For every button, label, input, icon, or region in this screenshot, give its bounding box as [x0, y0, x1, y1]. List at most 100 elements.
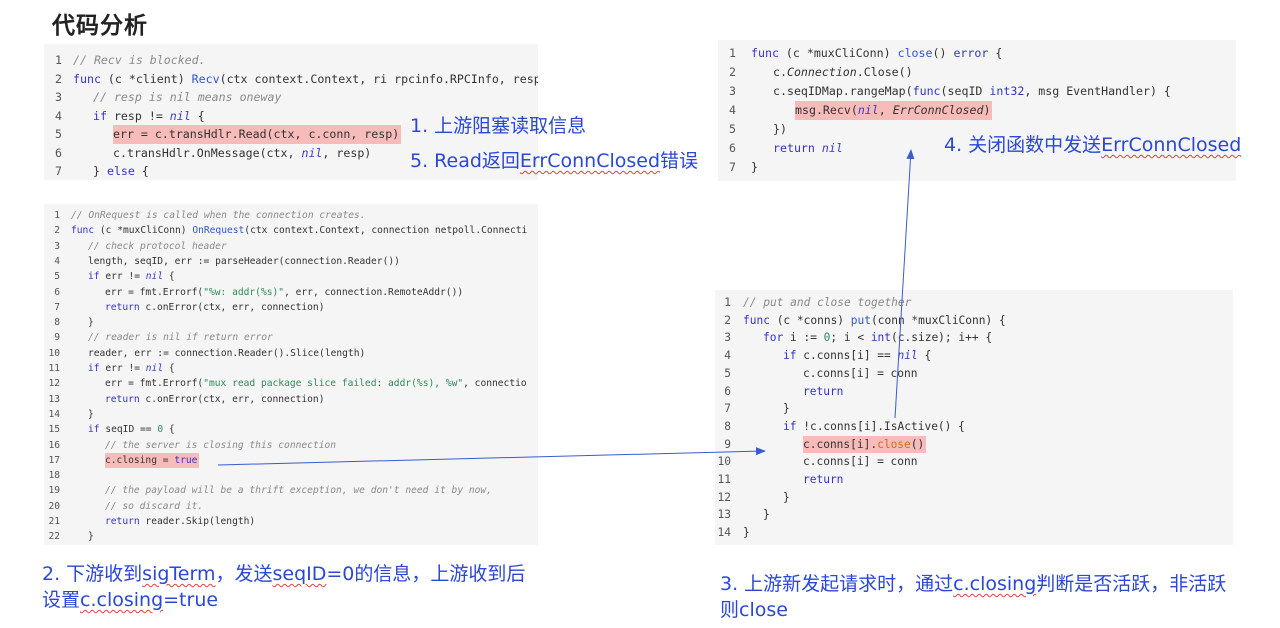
annotation-1-text: 1. 上游阻塞读取信息 [410, 115, 587, 137]
code-line: 9// reader is nil if return error [44, 330, 538, 345]
annotation-2-a: 2. 下游收到 [42, 563, 143, 585]
highlighted-code-text: c.conns[i].close() [803, 435, 927, 454]
line-number: 4 [729, 103, 736, 117]
code-text: } [88, 317, 94, 329]
line-number: 9 [54, 332, 60, 344]
code-text: // the server is closing this connection [105, 439, 337, 451]
code-line: 10 reader, err := connection.Reader().Sli… [44, 346, 538, 361]
code-text: // resp is nil means oneway [93, 90, 282, 104]
annotation-5: 5. Read返回ErrConnClosed错误 [410, 146, 698, 173]
code-text: func (c *conns) put(conn *muxCliConn) { [743, 313, 1006, 327]
code-text: c.conns[i] = conn [803, 455, 918, 469]
annotation-4-pre: 4. 关闭函数中发送 [944, 134, 1102, 156]
line-number: 2 [55, 71, 62, 86]
line-number: 11 [48, 363, 60, 374]
code-line: 18 [44, 468, 538, 483]
code-line: 13} [715, 506, 1233, 524]
highlighted-code-text: c.closing = true [105, 452, 200, 469]
code-text: if !c.conns[i].IsActive() { [783, 419, 965, 433]
line-number: 12 [48, 378, 60, 390]
page-title: 代码分析 [52, 13, 148, 39]
line-number: 3 [54, 240, 60, 252]
line-number: 5 [724, 366, 731, 380]
code-line: 22} [44, 529, 538, 544]
line-number: 6 [729, 141, 736, 155]
annotation-3-a: 3. 上游新发起请求时，通过 [720, 573, 954, 595]
line-number: 7 [724, 402, 731, 416]
code-line: 16 // the server is closing this connecti… [44, 438, 538, 453]
code-line: 3// check protocol header [44, 239, 538, 254]
code-text: return [803, 384, 844, 398]
line-number: 4 [54, 255, 60, 267]
code-line: 7} else { [44, 162, 538, 180]
highlighted-code-text: err = c.transHdlr.Read(ctx, c.conn, resp… [113, 125, 402, 144]
code-text: c.transHdlr.OnMessage(ctx, nil, resp) [113, 145, 372, 160]
code-line: 1// OnRequest is called when the connect… [44, 208, 538, 223]
code-line: 7} [718, 158, 1236, 177]
code-text: err = fmt.Errorf("mux read package slice… [105, 378, 527, 390]
code-text: if c.conns[i] == nil { [783, 349, 932, 363]
highlighted-code-text: msg.Recv(nil, ErrConnClosed) [795, 101, 993, 120]
line-number: 8 [54, 317, 60, 329]
line-number: 2 [729, 65, 736, 79]
code-line: 4 msg.Recv(nil, ErrConnClosed) [718, 101, 1236, 120]
line-number: 19 [48, 485, 60, 497]
line-number: 1 [54, 210, 60, 221]
line-number: 7 [55, 164, 62, 178]
annotation-4: 4. 关闭函数中发送ErrConnClosed [944, 130, 1241, 157]
line-number: 15 [48, 424, 60, 436]
line-number: 9 [724, 437, 731, 451]
line-number: 2 [724, 313, 731, 327]
line-number: 18 [48, 470, 60, 482]
line-number: 3 [729, 84, 736, 98]
annotation-5-post: 错误 [660, 150, 699, 172]
line-number: 4 [55, 108, 62, 123]
code-text: // Recv is blocked. [73, 53, 206, 67]
code-text: // put and close together [743, 296, 912, 309]
code-line: 15 if seqID == 0 { [44, 422, 538, 437]
code-text: // the payload will be a thrift exceptio… [105, 485, 492, 497]
code-text: if seqID == 0 { [88, 424, 175, 436]
line-number: 14 [48, 408, 60, 420]
code-line: 2 func (c *conns) put(conn *muxCliConn) { [715, 312, 1233, 330]
line-number: 2 [54, 225, 60, 237]
annotation-5-pre: 5. Read返回 [410, 150, 520, 172]
line-number: 10 [48, 347, 60, 359]
code-line: 19 // the payload will be a thrift except… [44, 483, 538, 498]
code-line: 3// resp is nil means oneway [44, 88, 538, 107]
code-text: c.Connection.Close() [773, 65, 913, 79]
line-number: 1 [724, 296, 731, 309]
line-number: 16 [48, 439, 60, 451]
code-text: return c.onError(ctx, err, connection) [105, 301, 325, 313]
code-block-onrequest: 1// OnRequest is called when the connect… [44, 204, 538, 545]
annotation-2: 2. 下游收到sigTerm，发送seqID=0的信息，上游收到后设置c.clo… [42, 561, 542, 613]
line-number: 7 [729, 160, 736, 174]
annotation-3-c: 判断是否活跃，非活跃则close [720, 573, 1227, 621]
code-text: } [88, 531, 94, 543]
annotation-2-sigterm: sigTerm [142, 563, 216, 585]
line-number: 20 [48, 500, 60, 512]
line-number: 6 [724, 384, 731, 398]
code-line: 12 err = fmt.Errorf("mux read package sli… [44, 376, 538, 391]
code-line: 5}) [718, 120, 1236, 139]
line-number: 5 [54, 271, 60, 283]
code-line: 14} [44, 407, 538, 422]
line-number: 6 [54, 286, 60, 298]
code-text: reader, err := connection.Reader().Slice… [88, 347, 366, 359]
code-line: 12} [715, 489, 1233, 507]
line-number: 13 [717, 508, 731, 522]
code-text: return nil [773, 141, 843, 155]
code-text: func (c *muxCliConn) close() error { [751, 46, 1003, 60]
